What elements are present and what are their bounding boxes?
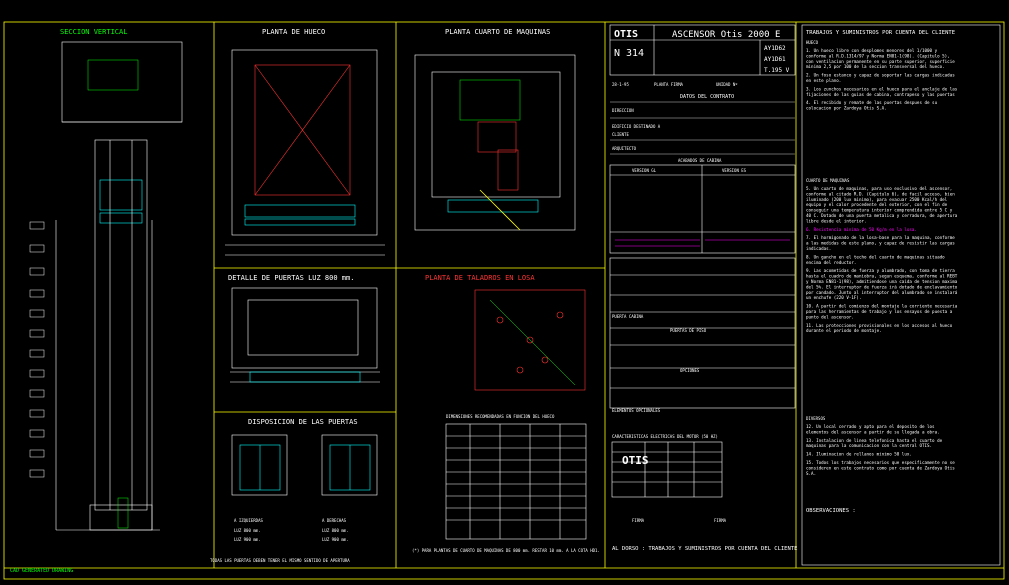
note-item: 6. Resistencia minima de 50 Kg/m en la l… (806, 227, 917, 232)
notes-hueco-block: 1. Un hueco libre con desplomes menores … (806, 48, 958, 111)
code-1: AY1D62 (764, 45, 786, 52)
motor-table (611, 441, 723, 498)
otis-mark-small: OTIS (622, 454, 649, 467)
number-value: 314 (626, 48, 644, 59)
puerta-derecha (321, 434, 378, 496)
acabados-cabina: ACABADOS DE CABINA (678, 158, 722, 163)
cliente-label: CLIENTE (612, 132, 629, 137)
seccion-vertical-drawing (55, 41, 183, 531)
note-item: 5. Un cuarto de maquinas, para uso exclu… (806, 186, 958, 223)
detalle-puertas-title: DETALLE DE PUERTAS LUZ 800 mm. (228, 274, 354, 282)
luz-row-2-right: LUZ 900 mm. (322, 537, 349, 542)
otis-logo-text: OTIS (614, 29, 638, 40)
note-item: 1. Un hueco libre con desplomes menores … (806, 48, 955, 69)
note-item: 14. Iluminacion de rellanos minimo 50 lu… (806, 452, 912, 457)
note-item: 9. Las acometidas de fuerza y alumbrado,… (806, 268, 958, 300)
observaciones: OBSERVACIONES : (806, 508, 856, 514)
outer-frame (3, 21, 1005, 580)
note-item: 12. Un local cerrado y apto para el depo… (806, 424, 940, 434)
dimensiones-table-title: DIMENSIONES RECOMENDADAS EN FUNCION DEL … (446, 414, 555, 419)
puerta-izquierda (231, 434, 288, 496)
options-table (609, 257, 796, 409)
elementos-opcionales: ELEMENTOS OPCIONALES (612, 408, 661, 413)
unidad: UNIDAD Nº (716, 82, 738, 87)
apertura-izquierdas: A IZQUIERDAS (234, 518, 263, 523)
note-item: 3. Los zunchos necesarios en el hueco pa… (806, 86, 958, 96)
planta-hueco-drawing (225, 49, 385, 256)
al-dorso-note: AL DORSO : TRABAJOS Y SUMINISTROS POR CU… (612, 546, 797, 552)
version-gl: VERSION GL (632, 168, 657, 173)
note-item: 13. Instalacion de linea telefonica hast… (806, 438, 943, 448)
luz-row-1-right: LUZ 800 mm. (322, 528, 349, 533)
edificio-label: EDIFICIO DESTINADO A (612, 124, 661, 129)
note-item: 11. Las protecciones provisionales en lo… (806, 323, 953, 333)
note-item: 10. A partir del comienzo del montaje la… (806, 304, 958, 320)
note-item: 4. El recibido y remate de las puertas d… (806, 100, 938, 110)
planta-firma: PLANTA FIRMA (654, 82, 683, 87)
disposicion-puertas-title: DISPOSICION DE LAS PUERTAS (248, 418, 358, 426)
notes-heading: TRABAJOS Y SUMINISTROS POR CUENTA DEL CL… (806, 30, 955, 36)
planta-cuarto-drawing (414, 54, 576, 231)
planta-taladros-drawing (474, 289, 586, 391)
note-item: 7. El hormigonado de la losa-base para l… (806, 235, 955, 251)
caracteristicas-motor: CARACTERISTICAS ELECTRICAS DEL MOTOR (50… (612, 434, 718, 439)
note-item: 15. Todos los trabajos necesarios que es… (806, 460, 955, 476)
detalle-puertas-drawing (230, 287, 380, 383)
contract-lines (610, 101, 795, 155)
note-item: 2. Un foso estanco y capaz de soportar l… (806, 73, 955, 83)
apertura-derechas: A DERECHAS (322, 518, 347, 523)
acabados-table (609, 164, 796, 254)
datos-contrato: DATOS DEL CONTRATO (680, 94, 734, 100)
planta-taladros-title: PLANTA DE TALADROS EN LOSA (425, 274, 535, 282)
fecha: 28-1-95 (612, 82, 629, 87)
notes-frame (801, 24, 1001, 566)
level-markers (29, 221, 45, 478)
code-2: AY1D61 (764, 56, 786, 63)
note-item: 8. Un gancho en el techo del cuarto de m… (806, 254, 945, 264)
luz-row-1-left: LUZ 800 mm. (234, 528, 261, 533)
sheet-code: T.195 V (764, 67, 790, 74)
firma-2: FIRMA (714, 518, 727, 523)
firma-1: FIRMA (632, 518, 645, 523)
luz-row-2-left: LUZ 900 mm. (234, 537, 261, 542)
cad-footer: CAD GENERATED DRAWING (10, 568, 73, 574)
puertas-piso-label: PUERTAS DE PISO (670, 328, 707, 333)
direccion-label: DIRECCION (612, 108, 634, 113)
dimensiones-table (445, 423, 587, 540)
notes-diversos-block: 12. Un local cerrado y apto para el depo… (806, 424, 955, 476)
product-title: ASCENSOR Otis 2000 E (672, 30, 780, 40)
puerta-cabina-label: PUERTA CABINA (612, 314, 644, 319)
notes-sub-diversos: DIVERSOS (806, 416, 826, 421)
opciones-label: OPCIONES (680, 368, 700, 373)
puertas-note: TODAS LAS PUERTAS DEBEN TENER EL MISMO S… (210, 558, 350, 563)
seccion-vertical-title: SECCION VERTICAL (60, 28, 127, 36)
notes-sub-cuarto: CUARTO DE MAQUINAS (806, 178, 850, 183)
planta-hueco-title: PLANTA DE HUECO (262, 28, 325, 36)
losa-note: (*) PARA PLANTAS DE CUARTO DE MAQUINAS D… (412, 548, 600, 553)
number-prefix: N (614, 48, 620, 59)
title-block (609, 24, 796, 76)
arquitecto-label: ARQUITECTO (612, 146, 637, 151)
notes-sub-hueco: HUECO (806, 40, 819, 45)
notes-cuarto-block: 5. Un cuarto de maquinas, para uso exclu… (806, 186, 958, 333)
version-es: VERSION ES (722, 168, 747, 173)
planta-cuarto-title: PLANTA CUARTO DE MAQUINAS (445, 28, 550, 36)
